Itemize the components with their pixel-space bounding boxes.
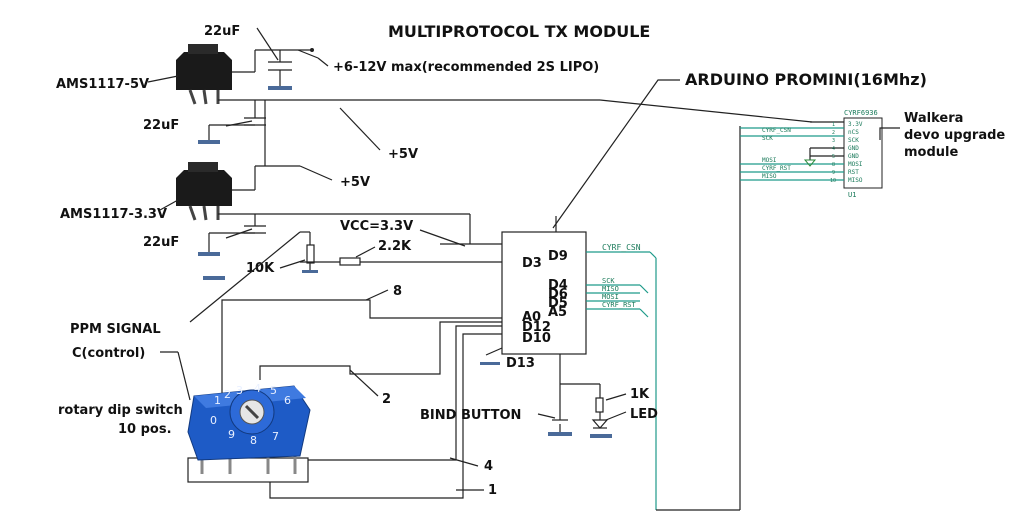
net-miso-a: MISO — [602, 285, 619, 293]
label-r1k: 1K — [630, 387, 650, 402]
arduino-promini — [480, 216, 600, 385]
regulator-3v3 — [176, 162, 471, 244]
switch-digit-2: 2 — [224, 388, 231, 401]
label-reg5: AMS1117-5V — [56, 77, 149, 92]
switch-digit-3: 3 — [236, 384, 243, 397]
label-5v-b: +5V — [340, 175, 370, 190]
label-wire-8: 8 — [393, 284, 402, 299]
cyrf-chip-name: CYRF6936 — [844, 109, 878, 117]
cyrf-pin-1: 3.3V — [848, 121, 863, 128]
label-led: LED — [630, 407, 658, 422]
label-walkera-3: module — [904, 145, 958, 160]
pin-d3: D3 — [522, 256, 542, 271]
switch-wiring — [221, 289, 502, 499]
cyrf-pinnum-1: 1 — [832, 122, 835, 128]
label-cap-mid: 22uF — [143, 118, 179, 133]
cyrf-pin-9: RST — [848, 169, 859, 176]
wire-5v-module — [599, 99, 813, 123]
arduino-leader — [552, 79, 680, 229]
pin-d4: D4 — [548, 278, 568, 293]
label-switch-1: rotary dip switch — [58, 403, 183, 418]
cyrf-pinnum-5: 5 — [832, 154, 835, 160]
cyrf-pin-4: GND — [848, 145, 859, 152]
label-vin: +6-12V max(recommended 2S LIPO) — [333, 60, 599, 75]
label-wire-4: 4 — [484, 459, 493, 474]
label-cap-bot: 22uF — [143, 235, 179, 250]
label-control: C(control) — [72, 346, 145, 361]
switch-digit-0: 0 — [210, 414, 217, 427]
label-walkera-1: Walkera — [904, 111, 963, 126]
pin-a5: A5 — [548, 305, 567, 320]
switch-digit-5: 5 — [270, 384, 277, 397]
pin-d13: D13 — [506, 356, 535, 371]
cyrf-net-mosi: MOSI — [762, 157, 777, 164]
label-bind: BIND BUTTON — [420, 408, 521, 423]
cyrf-module — [740, 117, 883, 189]
pin-d10: D10 — [522, 331, 551, 346]
cyrf-pinnum-8: 8 — [832, 162, 835, 168]
label-ppm: PPM SIGNAL — [70, 322, 161, 337]
net-cyrf-csn-a: CYRF_CSN — [602, 243, 641, 252]
pin-a0: A0 — [522, 310, 541, 325]
label-arduino: ARDUINO PROMINI(16Mhz) — [685, 70, 927, 89]
cyrf-pinnum-2: 2 — [832, 130, 835, 136]
pin-d6: D6 — [548, 287, 568, 302]
bind-button — [537, 384, 572, 436]
cyrf-net-csn: CYRF_CSN — [762, 127, 791, 134]
cyrf-pinnum-3: 3 — [832, 138, 835, 144]
cyrf-pinnum-4: 4 — [832, 146, 835, 152]
led-circuit — [590, 384, 627, 438]
net-mosi-a: MOSI — [602, 293, 619, 301]
cyrf-pin-8: MOSI — [848, 161, 863, 168]
switch-digit-4: 4 — [254, 382, 261, 395]
switch-digit-9: 9 — [228, 428, 235, 441]
pin-d12: D12 — [522, 320, 551, 335]
label-switch-2: 10 pos. — [118, 422, 172, 437]
cyrf-pin-3: SCK — [848, 137, 859, 144]
label-vcc33: VCC=3.3V — [340, 219, 413, 234]
cyrf-pin-10: MISO — [848, 177, 863, 184]
regulator-5v — [176, 44, 600, 105]
label-cap-top: 22uF — [204, 24, 240, 39]
mid-capacitor — [198, 100, 266, 144]
resistor-10k — [279, 231, 318, 273]
label-reg33: AMS1117-3.3V — [60, 207, 167, 222]
label-wire-2: 2 — [382, 392, 391, 407]
cyrf-pinnum-10: 10 — [830, 178, 836, 184]
pin-d9: D9 — [548, 249, 568, 264]
label-walkera-2: devo upgrade — [904, 128, 1005, 143]
input-capacitor — [255, 27, 313, 90]
label-wire-1: 1 — [488, 483, 497, 498]
cyrf-net-sck: SCK — [762, 135, 773, 142]
cyrf-ref: U1 — [848, 191, 856, 199]
ppm-leader — [189, 231, 301, 323]
diagram-title: MULTIPROTOCOL TX MODULE — [388, 22, 650, 41]
rail-5v — [255, 100, 381, 181]
walkera-leader — [879, 127, 900, 140]
switch-digit-6: 6 — [284, 394, 291, 407]
bottom-capacitor — [198, 214, 266, 256]
label-r22k: 2.2K — [378, 239, 412, 254]
cyrf-pin-5: GND — [848, 153, 859, 160]
switch-digit-1: 1 — [214, 394, 221, 407]
vin-terminal — [297, 48, 329, 67]
cyrf-net-miso: MISO — [762, 173, 777, 180]
pin-d5: D5 — [548, 296, 568, 311]
label-5v-a: +5V — [388, 147, 418, 162]
cyrf-net-rst: CYRF_RST — [762, 165, 791, 172]
rotary-switch — [187, 385, 311, 483]
cyrf-pinnum-9: 9 — [832, 170, 835, 176]
switch-digit-8: 8 — [250, 434, 257, 447]
cyrf-pin-2: nCS — [848, 129, 859, 136]
net-sck-a: SCK — [602, 277, 615, 285]
label-r10k: 10K — [246, 261, 275, 276]
net-cyrf-rst-a: CYRF_RST — [602, 301, 637, 309]
switch-digit-7: 7 — [272, 430, 279, 443]
arduino-nets — [586, 126, 741, 511]
